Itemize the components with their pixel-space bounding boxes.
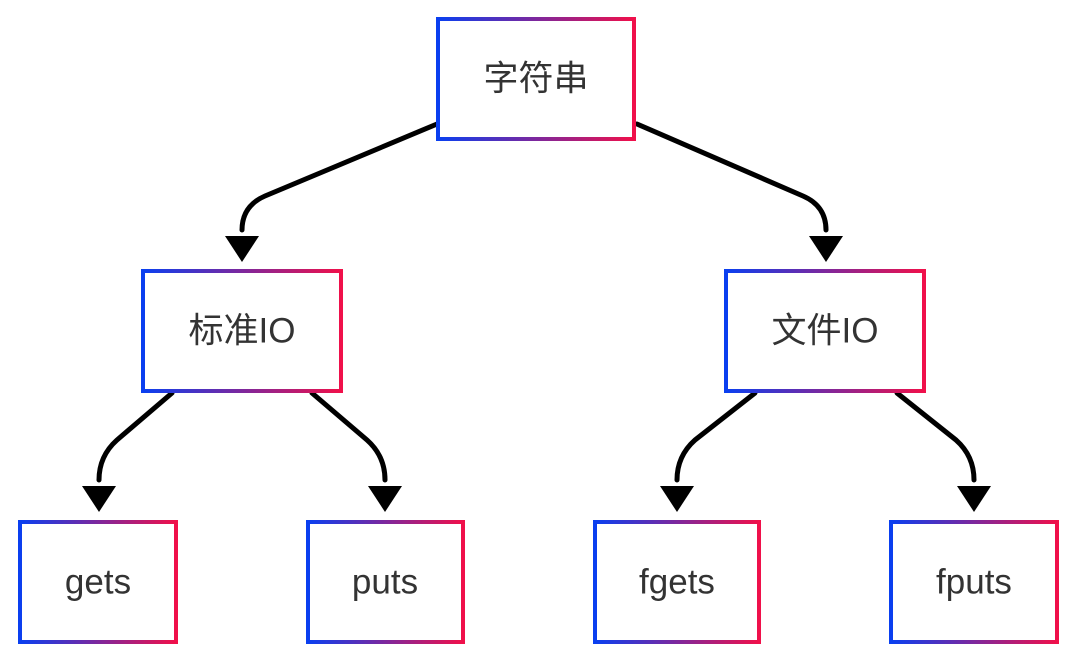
node-root-label: 字符串 [483, 60, 588, 99]
nodes: 字符串 标准IO 文件IO gets puts fgets fputs [18, 17, 1059, 644]
arrowhead [225, 236, 259, 262]
node-fgets[interactable]: fgets [593, 520, 761, 644]
node-puts[interactable]: puts [306, 520, 465, 644]
node-file-io-label: 文件IO [772, 312, 879, 351]
arrowhead [957, 486, 991, 512]
arrowhead [82, 486, 116, 512]
node-fgets-label: fgets [639, 563, 715, 602]
edge-std-io-to-puts [309, 390, 402, 512]
node-gets[interactable]: gets [18, 520, 178, 644]
node-root[interactable]: 字符串 [436, 17, 636, 141]
node-file-io[interactable]: 文件IO [724, 269, 926, 393]
arrowhead [368, 486, 402, 512]
node-fputs-label: fputs [936, 563, 1012, 602]
edge-file-io-to-fputs [894, 390, 991, 512]
node-std-io[interactable]: 标准IO [141, 269, 343, 393]
edges [82, 121, 991, 512]
edge-std-io-to-gets [82, 390, 175, 512]
edge-root-to-std-io [225, 121, 440, 262]
node-std-io-label: 标准IO [189, 312, 296, 351]
node-puts-label: puts [352, 563, 418, 602]
edge-file-io-to-fgets [660, 390, 758, 512]
node-fputs[interactable]: fputs [889, 520, 1059, 644]
arrowhead [660, 486, 694, 512]
edge-root-to-file-io [634, 121, 843, 262]
arrowhead [809, 236, 843, 262]
node-gets-label: gets [65, 563, 131, 602]
